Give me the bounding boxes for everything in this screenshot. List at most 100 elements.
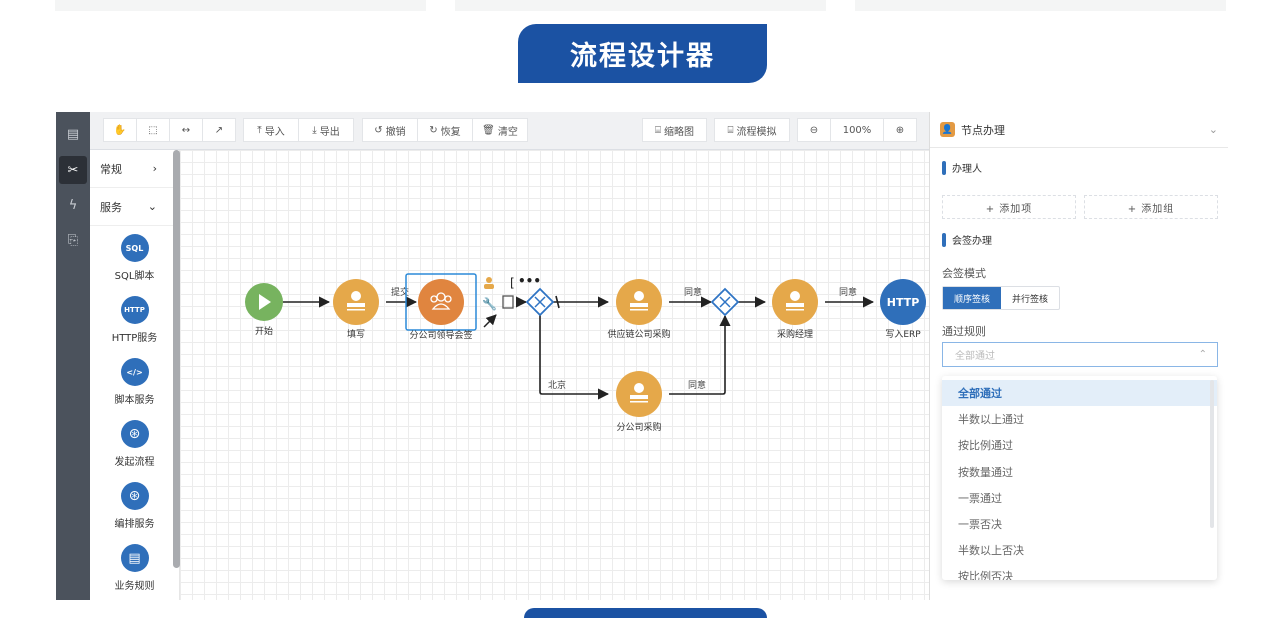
category-service[interactable]: 服务⌄ xyxy=(90,188,179,226)
task-node-manager[interactable]: 采购经理 xyxy=(772,279,818,340)
stamp-icon xyxy=(630,291,648,311)
more-icon[interactable]: ••• xyxy=(518,274,541,288)
chevron-down-icon[interactable]: ⌄ xyxy=(1208,123,1218,136)
trash-icon: 🗑 xyxy=(482,124,495,136)
gateway-split[interactable] xyxy=(525,287,555,317)
clear-button[interactable]: 🗑清空 xyxy=(473,119,527,141)
task-node-countersign[interactable]: 分公司领导会签 xyxy=(405,273,477,341)
task-node-branch[interactable]: 分公司采购 xyxy=(616,371,662,433)
lightning-icon[interactable]: ϟ xyxy=(68,197,78,213)
connect-tool-icon[interactable]: ↗ xyxy=(214,124,224,136)
annotation-icon[interactable]: [ xyxy=(510,276,515,290)
tool-group: ✋ ⬚ ↔ ↗ xyxy=(103,118,236,142)
dropdown-option[interactable]: 半数以上通过 xyxy=(958,413,1024,427)
edge[interactable] xyxy=(669,314,731,395)
undo-button[interactable]: ↺撤销 xyxy=(363,119,418,141)
zoom-out-button[interactable]: ⊖ xyxy=(798,119,831,141)
dropdown-option[interactable]: 全部通过 xyxy=(942,380,1217,407)
node-label: 写入ERP xyxy=(885,329,921,340)
top-card xyxy=(855,0,1226,11)
delete-icon[interactable] xyxy=(502,295,514,309)
zoom-in-button[interactable]: ⊕ xyxy=(895,124,905,136)
node-label: 分公司领导会签 xyxy=(409,329,472,341)
palette-item-label: HTTP服务 xyxy=(111,333,158,344)
zoom-group: ⊖ 100% ⊕ xyxy=(797,118,917,142)
palette-scrollbar[interactable] xyxy=(173,150,180,568)
undo-label: 撤销 xyxy=(385,126,406,138)
default-flow-mark xyxy=(555,295,560,309)
node-label: 采购经理 xyxy=(777,328,813,340)
palette-item-label: 编排服务 xyxy=(114,519,155,530)
task-node-fill[interactable]: 填写 xyxy=(333,279,379,340)
export-label: 导出 xyxy=(319,126,340,138)
space-tool-icon[interactable]: ↔ xyxy=(170,119,203,141)
zoom-level: 100% xyxy=(831,119,884,141)
panel-header[interactable]: 👤 节点办理 ⌄ xyxy=(930,112,1228,148)
add-group-button[interactable]: + 添加组 xyxy=(1084,195,1218,219)
lasso-select-icon[interactable]: ⬚ xyxy=(137,119,170,141)
hand-icon[interactable]: ✋ xyxy=(104,119,137,141)
upload-icon: ⤒ xyxy=(257,124,262,136)
code-file-icon[interactable]: ⎘ xyxy=(67,232,79,248)
export-button[interactable]: ⤓导出 xyxy=(299,119,353,141)
mode-parallel[interactable]: 并行签核 xyxy=(1012,294,1049,305)
rule-select[interactable]: 全部通过 ⌃ xyxy=(942,342,1218,367)
clear-label: 清空 xyxy=(497,126,518,138)
import-label: 导入 xyxy=(264,126,285,138)
wrench-icon[interactable]: 🔧 xyxy=(482,296,497,311)
redo-button[interactable]: ↻恢复 xyxy=(418,119,473,141)
dropdown-option[interactable]: 按比例通过 xyxy=(958,439,1013,453)
palette-item-script[interactable]: </> 脚本服务 xyxy=(90,350,179,412)
redo-icon: ↻ xyxy=(429,124,438,136)
diagram-canvas[interactable]: 提交 北京 同意 同意 同意 开始 填写 分公司领导会签 xyxy=(180,150,929,600)
dropdown-option[interactable]: 一票否决 xyxy=(958,518,1002,532)
code-icon: </> xyxy=(120,358,149,386)
import-button[interactable]: ⤒导入 xyxy=(244,119,299,141)
document-icon[interactable]: ▤ xyxy=(66,126,80,142)
simulate-label: 流程模拟 xyxy=(736,126,777,138)
edge-label: 同意 xyxy=(684,286,702,298)
palette-item-label: SQL脚本 xyxy=(114,271,155,282)
panel-title: 节点办理 xyxy=(961,123,1005,137)
start-node[interactable]: 开始 xyxy=(245,283,283,337)
edge-label: 同意 xyxy=(688,379,706,391)
dropdown-option[interactable]: 半数以上否决 xyxy=(958,544,1024,558)
minimap-button[interactable]: ⌸缩略图 xyxy=(643,119,706,141)
play-icon xyxy=(259,294,271,310)
category-label: 服务 xyxy=(100,200,122,214)
stamp-icon xyxy=(786,291,804,311)
dropdown-scrollbar[interactable] xyxy=(1210,380,1214,528)
dropdown-option[interactable]: 按数量通过 xyxy=(958,465,1013,479)
top-card xyxy=(55,0,426,11)
palette-item-orchestration[interactable]: ⊛编排服务 xyxy=(90,474,179,536)
append-user-task-icon[interactable] xyxy=(486,277,492,283)
palette-item-business-rule[interactable]: ▤业务规则 xyxy=(90,536,179,598)
edge[interactable] xyxy=(539,314,610,400)
flow-design-icon[interactable]: ✂ xyxy=(59,156,87,184)
stamp-icon xyxy=(630,383,648,403)
palette-item-start-process[interactable]: ⊛发起流程 xyxy=(90,412,179,474)
connect-icon[interactable] xyxy=(483,314,497,328)
mode-sequential[interactable]: 顺序签核 xyxy=(943,287,1002,309)
category-general[interactable]: 常规› xyxy=(90,150,179,188)
add-item-button[interactable]: + 添加项 xyxy=(942,195,1076,219)
section-countersign: 会签办理 xyxy=(942,232,992,247)
http-node[interactable]: HTTP 写入ERP xyxy=(880,279,926,340)
simulate-button[interactable]: ⌸流程模拟 xyxy=(715,119,789,141)
node-label: 供应链公司采购 xyxy=(607,328,670,340)
gateway-merge[interactable] xyxy=(710,287,740,317)
http-icon: HTTP xyxy=(887,296,920,309)
task-node-supply[interactable]: 供应链公司采购 xyxy=(607,279,671,340)
simulate-group: ⌸流程模拟 xyxy=(714,118,790,142)
palette-item-label: 脚本服务 xyxy=(114,395,155,406)
dropdown-option[interactable]: 一票通过 xyxy=(958,491,1002,505)
section-title: 会签办理 xyxy=(952,236,992,247)
dropdown-option[interactable]: 按比例否决 xyxy=(958,570,1013,580)
top-card xyxy=(455,0,826,11)
chevron-right-icon: › xyxy=(152,162,157,175)
chevron-up-icon: ⌃ xyxy=(1198,349,1207,360)
file-group: ⤒导入 ⤓导出 xyxy=(243,118,354,142)
